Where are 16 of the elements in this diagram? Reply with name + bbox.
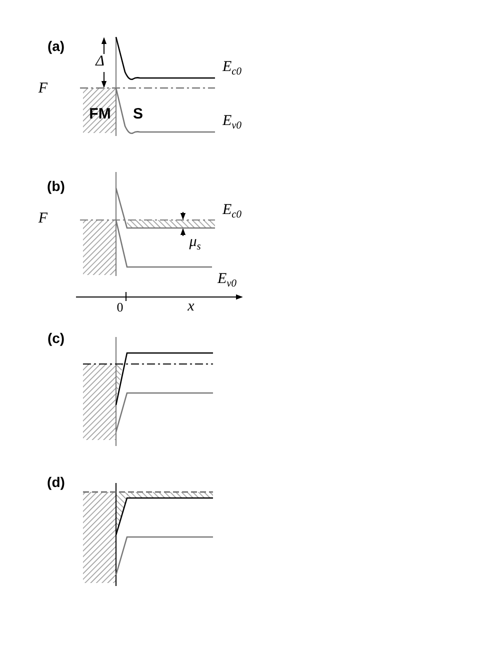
region-label: S xyxy=(133,106,143,122)
fermi-level-label: F xyxy=(38,82,48,96)
panel-label: (d) xyxy=(47,475,65,489)
gap-label: Δ xyxy=(96,54,104,70)
panel-label: (a) xyxy=(47,39,65,53)
band-label: E$_{c0}$ xyxy=(222,60,242,78)
band-label: E$_{v0}$ xyxy=(222,114,242,132)
region-label: FM xyxy=(89,106,111,122)
axis-label: x xyxy=(188,300,194,314)
band-label: E$_{c0}$ xyxy=(222,203,242,221)
panel-label: (b) xyxy=(47,179,65,193)
band-label: E$_{v0}$ xyxy=(217,272,237,290)
axis-tick-label: 0 xyxy=(116,300,124,314)
fermi-level-label: F xyxy=(38,212,48,226)
chemical-potential-label: μ$_{s}$ xyxy=(189,235,201,253)
panel-label: (c) xyxy=(47,331,65,345)
